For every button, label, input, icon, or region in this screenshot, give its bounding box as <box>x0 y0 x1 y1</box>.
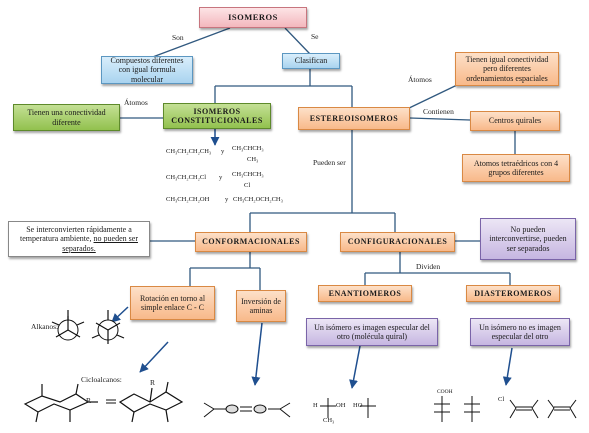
diastereomer-cl: Cl <box>498 396 505 403</box>
enantiomer-ho: HO <box>353 402 363 409</box>
isomeros-node: ISOMEROS <box>199 7 307 28</box>
clasifican-node: Clasifican <box>282 53 340 69</box>
rotacion-node: Rotación en torno al simple enlace C - C <box>130 286 215 320</box>
no-pueden-separados-text: no pueden ser separados. <box>62 234 138 253</box>
formula-isobutane: CH₃CHCH₃ <box>232 145 264 152</box>
tienen-igual-node: Tienen igual conectividad pero diferente… <box>455 52 559 86</box>
se-label: Se <box>311 32 319 41</box>
alkanos-label: Alkanos: <box>31 322 59 331</box>
atomos-right-label: Átomos <box>408 75 432 84</box>
estereoisomeros-node: ESTEREOISOMEROS <box>298 107 410 130</box>
centros-quirales-node: Centros quirales <box>470 111 560 131</box>
constitucionales-node: ISOMEROS CONSTITUCIONALES <box>163 103 271 129</box>
enantiomer-oh: OH <box>336 402 346 409</box>
newman-projections <box>51 310 125 344</box>
formula-isopropyl-chloride: CH₃CHCH₃ <box>232 171 264 178</box>
conformacionales-node: CONFORMACIONALES <box>195 232 307 252</box>
enantiomer-ch3: CH₃ <box>323 417 335 424</box>
dividen-label: Dividen <box>416 262 441 271</box>
formula-propanol: CH₃CH₂CH₂OH <box>166 196 210 203</box>
enantiomeros-node: ENANTIOMEROS <box>318 285 412 302</box>
enantiomer-structures <box>320 398 376 418</box>
formula-isopropyl-chloride-sub: Cl <box>244 182 251 189</box>
diastereomer-cooh: COOH <box>437 389 453 395</box>
interconvierten-node: Se interconvierten rápidamente a tempera… <box>8 221 150 257</box>
cicloalcanos-label: Cicloalcanos: <box>81 375 122 384</box>
inversion-node: Inversión de aminas <box>236 290 286 322</box>
formula-propyl-chloride: CH₃CH₂CH₂Cl <box>166 174 207 181</box>
enantiomero-def-node: Un isómero es imagen especular del otro … <box>306 318 438 346</box>
no-pueden-node: No pueden interconvertirse, pueden ser s… <box>480 218 576 260</box>
formula-isobutane-sub: CH₃ <box>247 156 259 163</box>
enantiomer-h: H <box>313 402 318 409</box>
diastereomeros-node: DIASTEROMEROS <box>466 285 560 302</box>
formula-y2: y <box>219 174 223 181</box>
conectividad-diferente-node: Tienen una conectividad diferente <box>13 104 120 131</box>
pueden-ser-label: Pueden ser <box>313 158 346 167</box>
formula-y3: y <box>225 196 229 203</box>
contienen-label: Contienen <box>423 107 454 116</box>
r-label-2: R <box>150 378 156 387</box>
atomos-tetraedricos-node: Atomos tetraédricos con 4 grupos diferen… <box>462 154 570 182</box>
diastereomer-structures <box>434 396 577 422</box>
interconvierten-text: Se interconvierten rápidamente a tempera… <box>20 225 132 244</box>
formula-butane: CH₃CH₂CH₂CH₃ <box>166 148 212 155</box>
formula-diethyl-ether: CH₃CH₂OCH₂CH₃ <box>233 196 283 203</box>
r-label-1: R <box>86 396 92 405</box>
amine-inversion <box>203 402 291 418</box>
atomos-left-label: Átomos <box>124 98 148 107</box>
configuracionales-node: CONFIGURACIONALES <box>340 232 455 252</box>
formula-y1: y <box>221 148 225 155</box>
compuestos-node: Compuestos diferentes con igual formula … <box>101 56 193 84</box>
son-label: Son <box>172 33 184 42</box>
diastereomero-def-node: Un isómero no es imagen especular del ot… <box>470 318 570 346</box>
cyclohexane-chairs <box>23 381 184 423</box>
